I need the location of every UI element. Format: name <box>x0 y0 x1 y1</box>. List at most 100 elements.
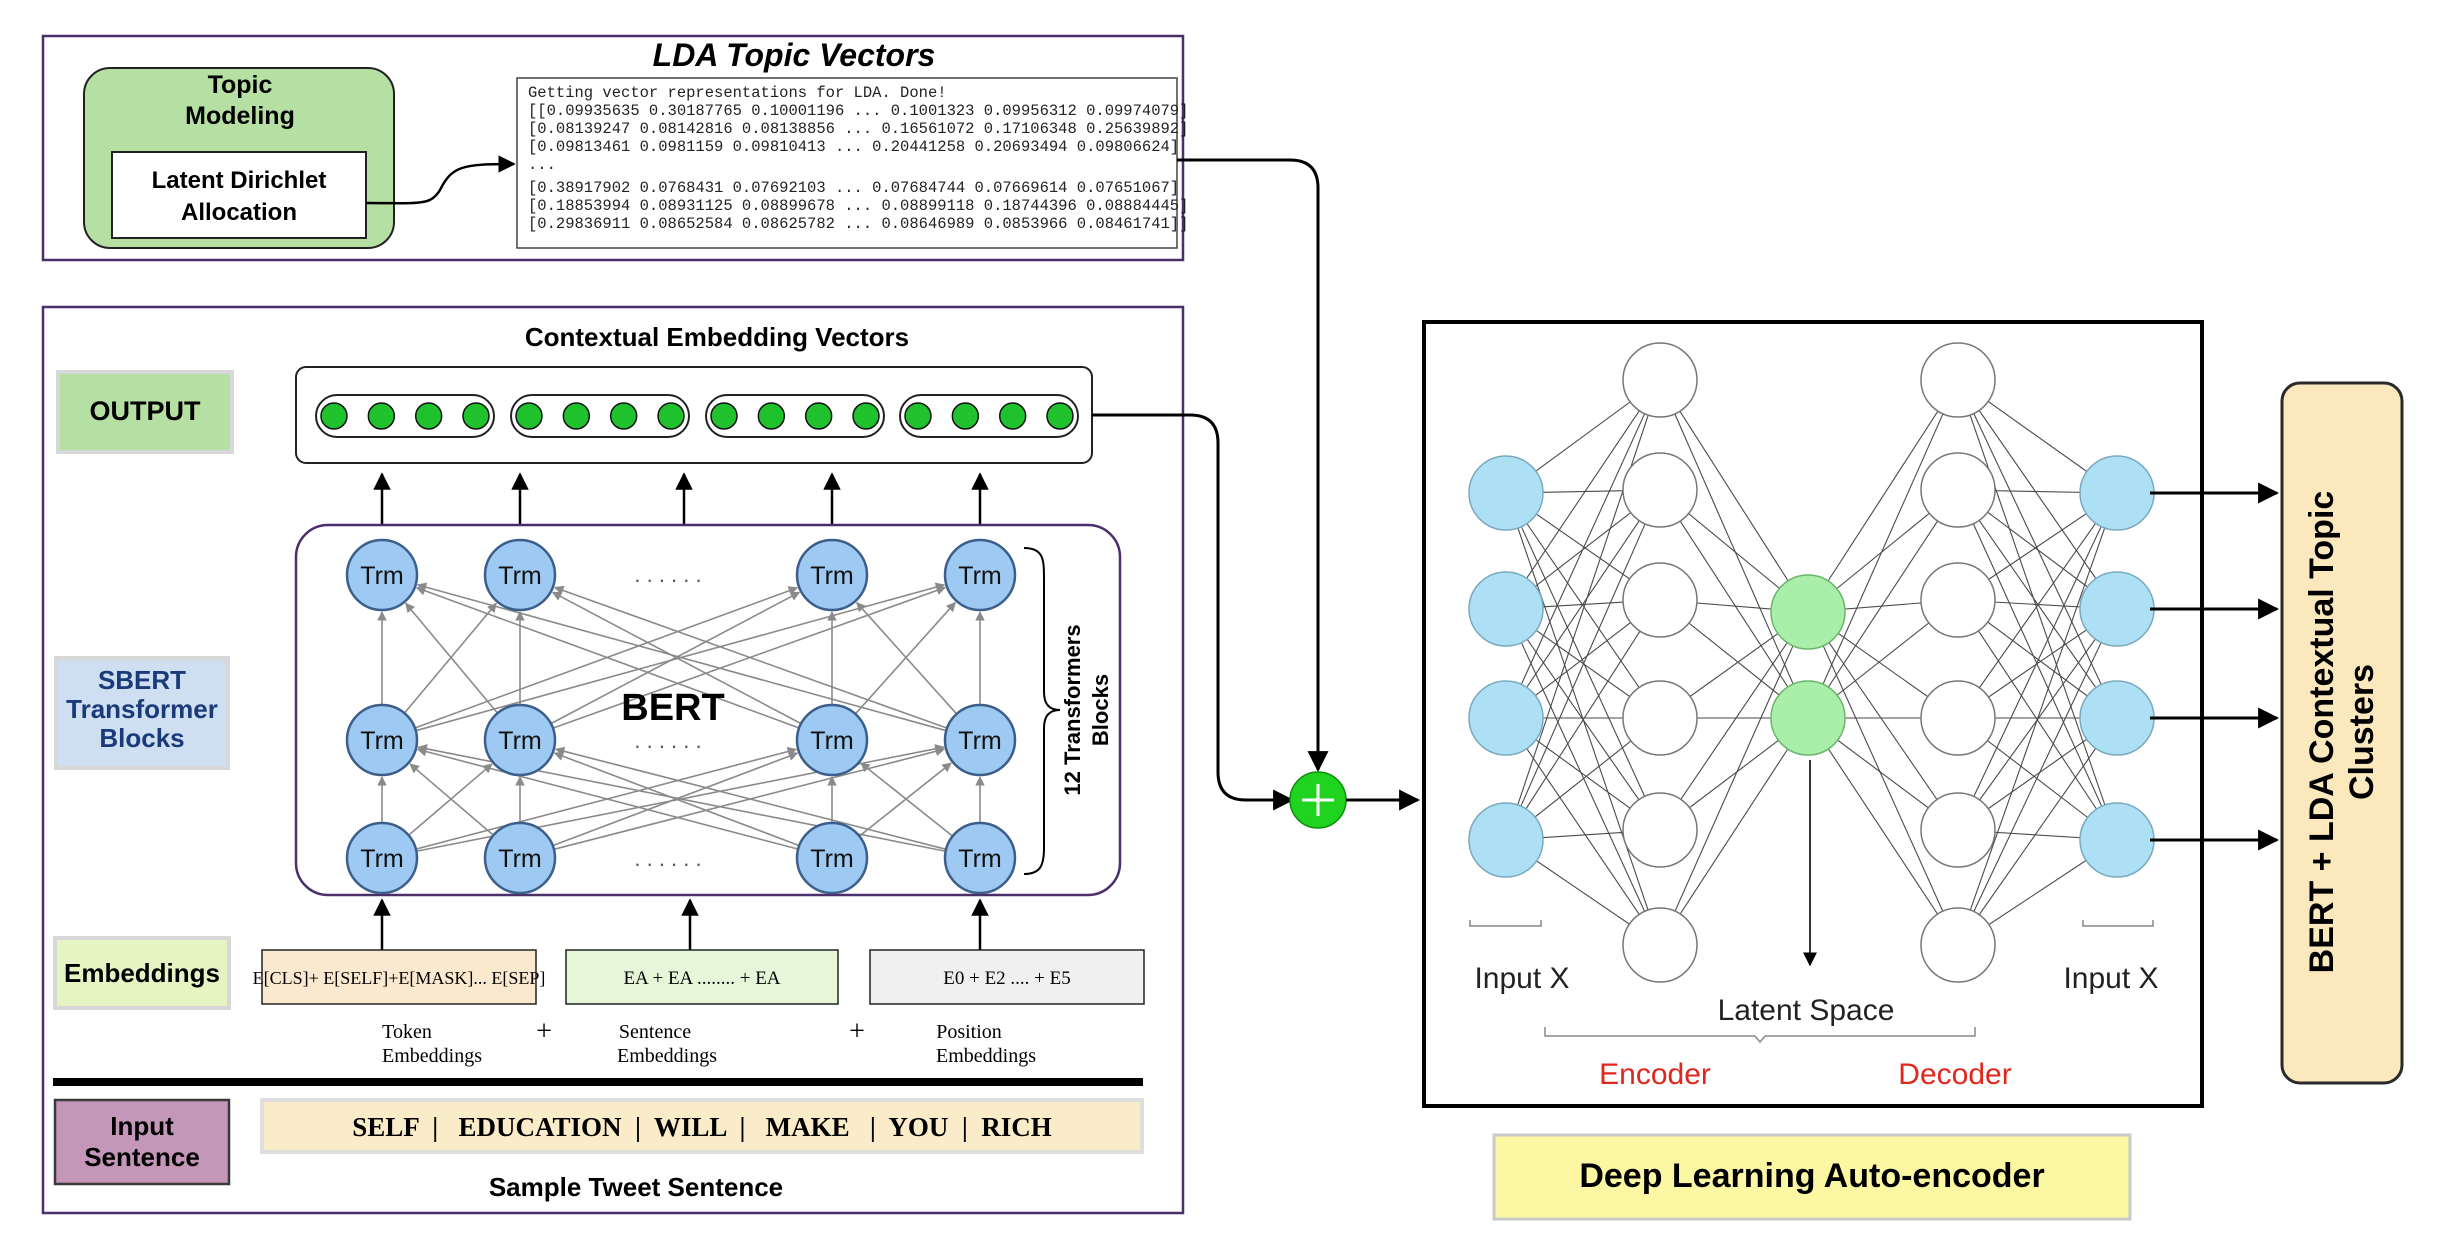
embedding-up-arrows <box>373 898 989 950</box>
ae-output-node <box>2079 571 2155 647</box>
vector-group-2 <box>510 394 690 438</box>
trm-to-output-arrows <box>373 472 989 524</box>
input-sentence-label-line1: Input <box>110 1111 174 1141</box>
trm-node <box>943 703 1017 777</box>
trm-connection <box>403 602 497 714</box>
sbert-label-line3: Blocks <box>99 723 184 753</box>
output-label: OUTPUT <box>90 396 202 426</box>
vector-dot <box>657 402 685 430</box>
ae-connection <box>1807 489 1959 719</box>
console-line-0: Getting vector representations for LDA. … <box>528 84 947 102</box>
ae-connection <box>1807 611 1959 946</box>
bert-to-adder-arrow <box>1092 413 1295 811</box>
sentence-words: SELF | EDUCATION | WILL | MAKE | YOU | R… <box>352 1112 1052 1142</box>
ae-output-node <box>2079 680 2155 756</box>
embeddings-label-box <box>53 936 231 1010</box>
encoder-label: Encoder <box>1599 1058 1711 1091</box>
sentence-embedding-text: EA + EA ........ + EA <box>623 968 780 989</box>
ae-latent-node <box>1770 574 1846 650</box>
ae-connection <box>1505 492 1661 719</box>
vector-dot <box>757 402 786 430</box>
token-caption-line1: Token <box>382 1021 432 1043</box>
lda-to-vectors-arrow <box>365 155 516 205</box>
autoencoder-caption: Deep Learning Auto-encoder <box>1579 1157 2044 1195</box>
sentence-embedding-box <box>565 949 839 1005</box>
ae-decoder-node <box>1920 907 1996 983</box>
ae-decoder-node <box>1920 562 1996 638</box>
ae-connection <box>1957 492 2118 831</box>
token-embedding-box <box>261 949 537 1005</box>
trm-node <box>345 538 419 612</box>
vector-dot <box>998 402 1027 430</box>
ae-connection <box>1505 492 1661 831</box>
console-line-5: [0.38917902 0.0768431 0.07692103 ... 0.0… <box>528 179 1179 197</box>
lda-title: LDA Topic Vectors <box>653 37 936 73</box>
ae-connection <box>1957 717 2118 946</box>
trm-connection <box>416 582 947 732</box>
latent-space-label: Latent Space <box>1718 994 1895 1027</box>
ae-connection <box>1505 379 1661 841</box>
ae-connection <box>1807 611 1959 831</box>
ae-connection <box>1957 492 2118 946</box>
ae-connection <box>1505 599 1661 841</box>
lda-to-adder-arrow <box>1177 158 1329 773</box>
vector-dot <box>515 402 543 430</box>
trm-connection <box>856 601 958 715</box>
fusion-connectors <box>1092 158 1421 829</box>
sbert-label-line1: SBERT <box>98 665 186 695</box>
ae-encoder-node <box>1622 792 1698 868</box>
vector-dot <box>414 402 443 430</box>
ae-output-node <box>2079 455 2155 531</box>
trm-node-label: Trm <box>810 727 854 755</box>
ae-connection <box>1957 608 2118 946</box>
vector-group-4 <box>899 394 1079 438</box>
trm-connection <box>415 586 800 729</box>
transformer-blocks-container <box>294 523 1122 897</box>
topic-modeling-label-line1: Topic <box>208 71 273 99</box>
ae-connection <box>1659 611 1809 946</box>
vector-dot <box>951 402 980 430</box>
trm-dots-row-bottom: . . . . . . <box>634 846 701 871</box>
console-line-3: [0.09813461 0.0981159 0.09810413 ... 0.2… <box>528 138 1179 156</box>
trm-connection <box>409 763 494 836</box>
trm-node-label: Trm <box>810 845 854 873</box>
trm-node-label: Trm <box>958 562 1002 590</box>
embeddings-label: Embeddings <box>64 958 220 988</box>
input-sentence-label-box <box>53 1098 231 1186</box>
trm-node <box>345 703 419 777</box>
separator-bar <box>53 1078 1143 1086</box>
trm-connection <box>553 585 948 729</box>
ae-connection <box>1807 717 1959 946</box>
lda-console-output <box>516 77 1178 249</box>
console-line-2: [0.08139247 0.08142816 0.08138856 ... 0.… <box>528 120 1188 138</box>
output-label-box <box>56 370 234 454</box>
ae-latent-node <box>1770 680 1846 756</box>
position-caption-line1: Position <box>936 1021 1002 1043</box>
sample-tweet-caption: Sample Tweet Sentence <box>489 1172 783 1202</box>
trm-node-label: Trm <box>498 562 542 590</box>
ae-connection <box>1505 717 1661 946</box>
trm-connection <box>551 591 802 725</box>
trm-dots-row-top: . . . . . . <box>634 562 701 587</box>
vector-dot <box>710 402 738 430</box>
lda-console-lines: Getting vector representations for LDA. … <box>528 84 1188 233</box>
trm-connection <box>854 601 956 715</box>
console-line-4: ... <box>528 156 556 174</box>
ae-decoder-node <box>1920 452 1996 528</box>
vector-dot <box>904 402 932 430</box>
vector-dot <box>562 402 591 430</box>
lda-algorithm-label-line2: Allocation <box>181 199 297 226</box>
input-sentence-label-line2: Sentence <box>84 1142 200 1172</box>
position-embedding-text: E0 + E2 .... + E5 <box>943 968 1071 989</box>
trm-node <box>483 538 557 612</box>
vector-group-1 <box>315 394 495 438</box>
trm-node <box>345 821 419 895</box>
blocks-label-line1: 12 Transformers <box>1060 624 1085 795</box>
ae-decoder-node <box>1920 342 1996 418</box>
autoencoder-connections <box>1505 379 2118 946</box>
trm-node <box>795 821 869 895</box>
position-embedding-box <box>869 949 1145 1005</box>
trm-connection <box>553 751 800 847</box>
ae-connection <box>1659 489 1809 719</box>
trm-connection <box>405 602 499 714</box>
